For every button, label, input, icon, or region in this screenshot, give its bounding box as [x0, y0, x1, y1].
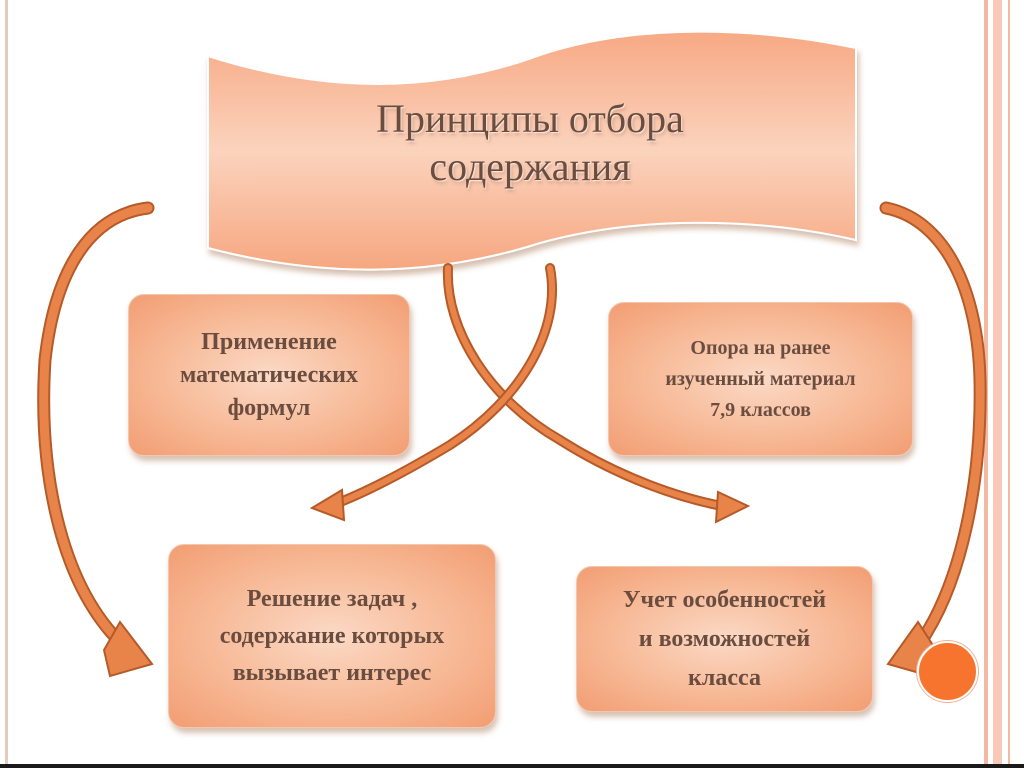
title-banner [207, 30, 857, 271]
box-class-features: Учет особенностей и возможностей класса [576, 566, 873, 712]
box-class-features-line-3: класса [688, 664, 761, 691]
box-prior-material-line-3: 7,9 классов [710, 398, 811, 421]
arrow-cross-to-left [309, 263, 558, 522]
box-prior-material-line-1: Опора на ранее [690, 336, 831, 359]
border-rule-inner [993, 0, 1002, 768]
title: Принципы отбора содержания [210, 95, 850, 191]
box-interesting-tasks-line-2: содержание которых [219, 622, 445, 649]
arrow-cross-to-right [442, 263, 751, 524]
arrow-left-big [37, 201, 155, 678]
box-prior-material-line-2: изученный материал [665, 367, 856, 390]
box-interesting-tasks: Решение задач , содержание которых вызыв… [168, 544, 496, 728]
title-line-1: Принципы отбора [376, 96, 684, 141]
box-math-formulas-line-2: математических [180, 361, 358, 388]
box-math-formulas: Применение математических формул [128, 294, 410, 456]
box-interesting-tasks-line-1: Решение задач , [246, 585, 418, 612]
box-class-features-line-1: Учет особенностей [622, 586, 827, 613]
border-rule-left [5, 0, 8, 768]
box-interesting-tasks-line-3: вызывает интерес [232, 659, 432, 686]
box-prior-material: Опора на ранее изученный материал 7,9 кл… [608, 302, 913, 456]
title-line-2: содержания [429, 144, 631, 189]
box-math-formulas-line-1: Применение [201, 328, 337, 355]
border-rule-thin [1008, 0, 1010, 768]
box-class-features-line-2: и возможностей [638, 625, 811, 652]
bottom-rule [0, 764, 1024, 768]
accent-orb [917, 641, 978, 702]
box-math-formulas-line-3: формул [227, 394, 311, 421]
